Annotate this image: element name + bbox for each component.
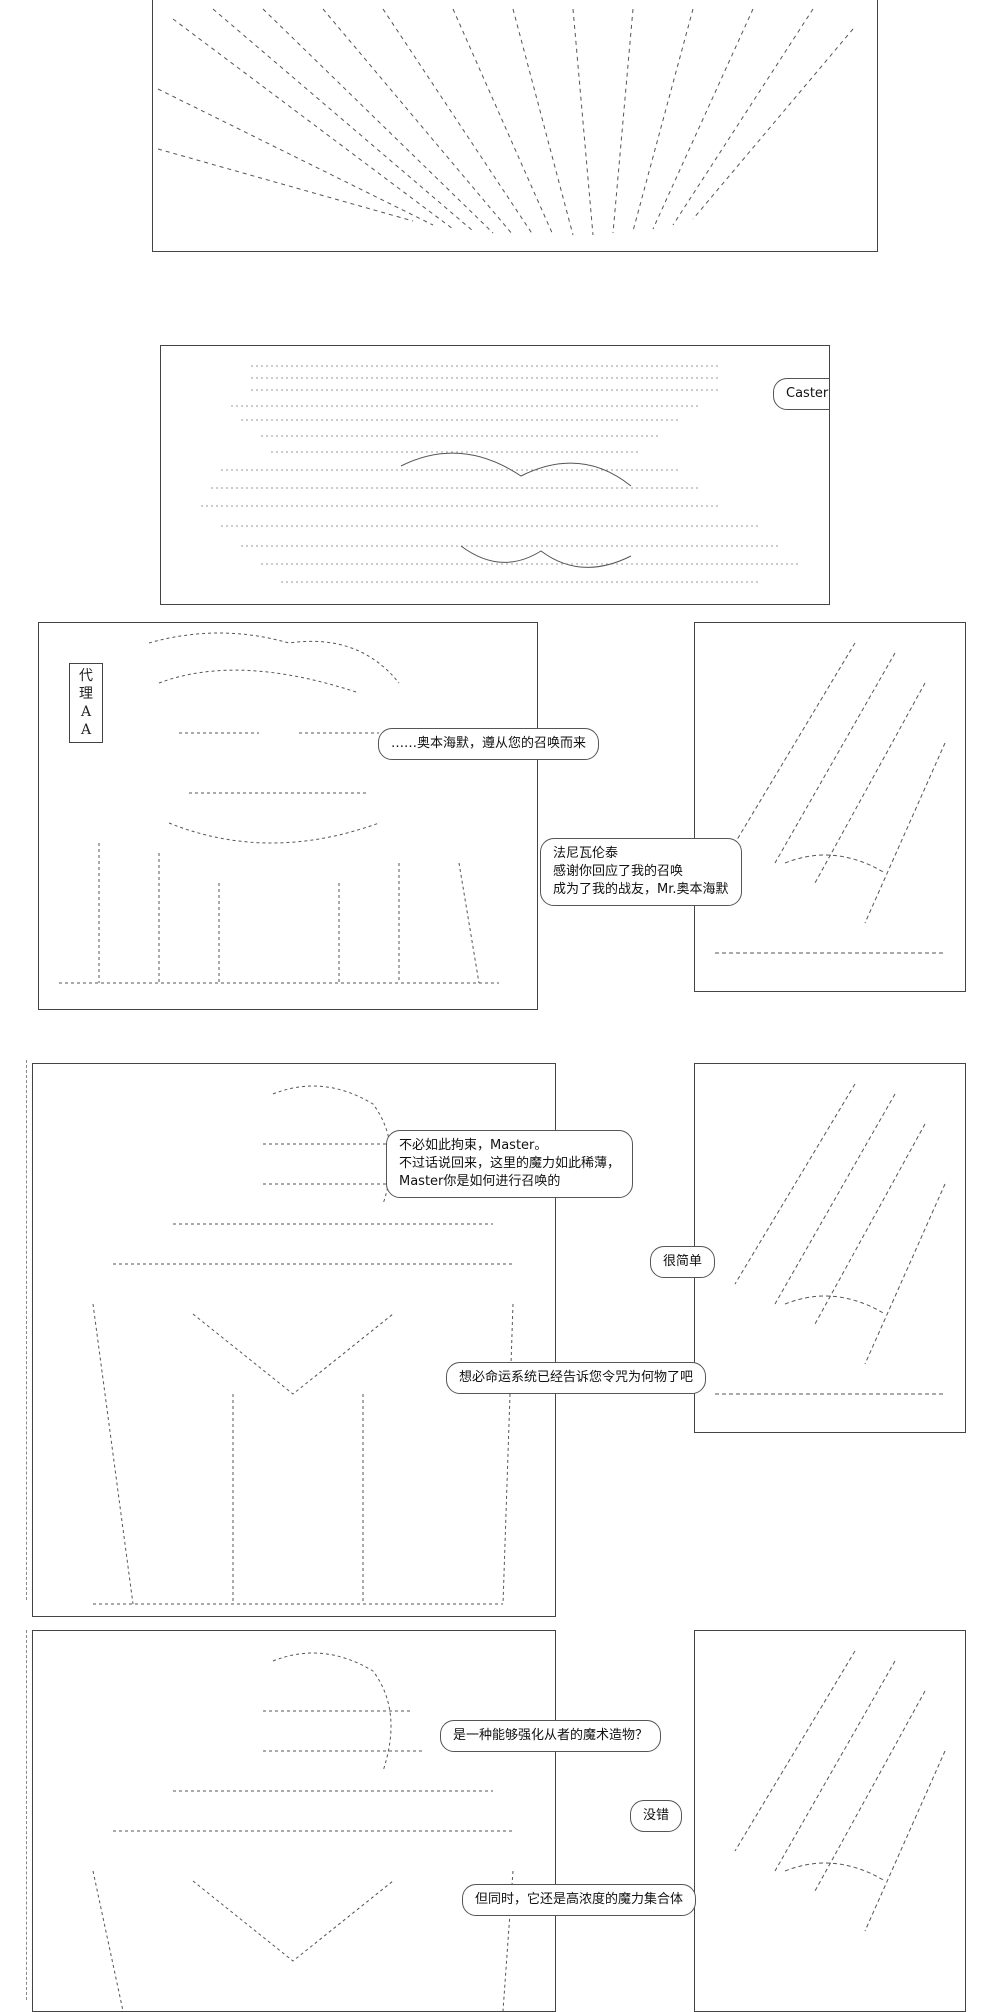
panel-top-sunburst [152, 0, 878, 252]
speech-bubble-correct: 没错 [630, 1800, 683, 1832]
faraday-art-3 [734, 1650, 946, 1932]
speech-bubble-high-density: 但同时，它还是高浓度的魔力集合体 [462, 1884, 697, 1916]
oppenheimer-art [59, 632, 499, 984]
panel-oppenheimer-talk-2 [32, 1630, 556, 2012]
panel-oppenheimer-intro: 代 理 A A [38, 622, 538, 1010]
faraday-art-2 [715, 1083, 946, 1395]
speech-bubble-okumoto-intro: ……奥本海默，遵从您的召唤而来 [378, 728, 600, 760]
faraday-art-1 [715, 642, 946, 954]
panel-cloud-scene: Caster…… [160, 345, 830, 605]
side-tag-agent: 代 理 A A [69, 663, 103, 743]
speech-bubble-caster-call: Caster…… [773, 378, 829, 410]
panel-faraday-right-2 [694, 1063, 966, 1433]
speech-bubble-no-need: 不必如此拘束，Master。 不过话说回来，这里的魔力如此稀薄， Master你… [386, 1130, 634, 1198]
sunburst-art [157, 8, 854, 236]
speech-bubble-simple: 很简单 [650, 1246, 716, 1278]
oppenheimer-body-art-2 [92, 1652, 514, 2011]
panel-faraday-right-1 [694, 622, 966, 992]
panel-divider-left-2 [26, 1630, 27, 2000]
cloud-art [201, 365, 801, 583]
panel-divider-left-1 [26, 1060, 27, 1600]
speech-bubble-magic-item: 是一种能够强化从者的魔术造物？ [440, 1720, 662, 1752]
speech-bubble-system-told: 想必命运系统已经告诉您令咒为何物了吧 [446, 1362, 707, 1394]
oppenheimer-body-art [92, 1085, 514, 1605]
speech-bubble-faraday-reply: 法尼瓦伦泰 感谢你回应了我的召唤 成为了我的战友，Mr.奥本海默 [540, 838, 742, 906]
panel-faraday-right-3 [694, 1630, 966, 2012]
